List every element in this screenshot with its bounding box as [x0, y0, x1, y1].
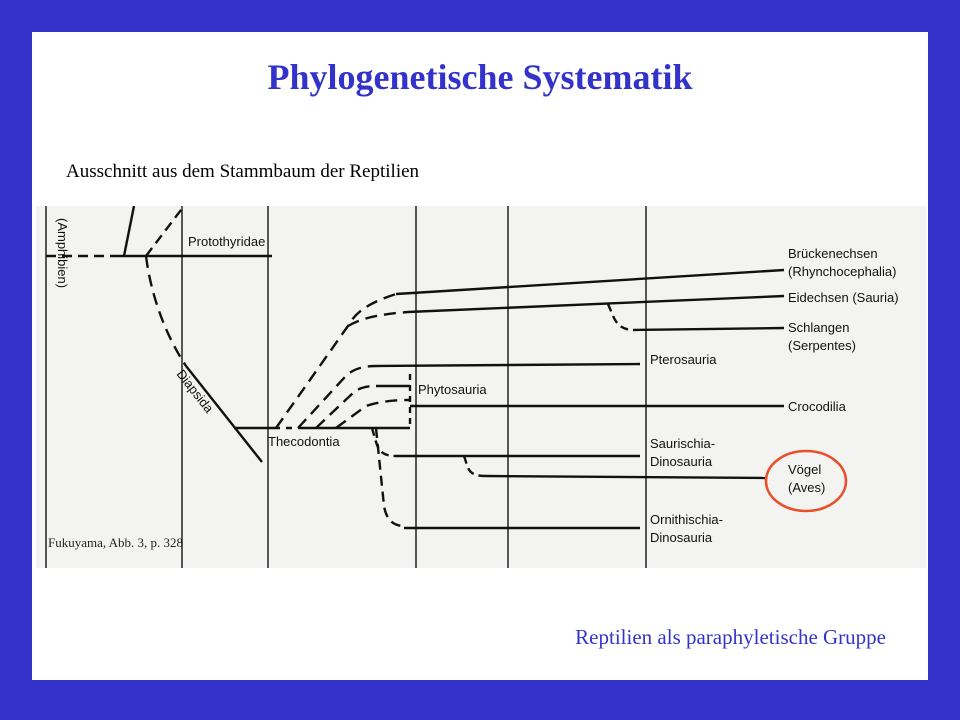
branch-squamata-dashed — [347, 310, 409, 328]
branch-pterosauria-dashed — [297, 364, 377, 429]
label-amphibien: (Amphibien) — [55, 218, 70, 288]
highlight-circle — [764, 449, 848, 513]
label-aves: (Aves) — [788, 480, 825, 495]
branch-rhynchocephalia — [395, 268, 785, 296]
label-dinosauria-ornithischia: Dinosauria — [650, 530, 713, 545]
label-diapsida: Diapsida — [174, 367, 217, 417]
label-eidechsen: Eidechsen (Sauria) — [788, 290, 899, 305]
label-serpentes: (Serpentes) — [788, 338, 856, 353]
branch-stem-dashed — [145, 206, 185, 257]
figure-source-caption: Fukuyama, Abb. 3, p. 328 — [48, 535, 184, 550]
label-crocodilia: Crocodilia — [788, 399, 847, 414]
branch-aves — [485, 474, 767, 480]
branch-diapsida — [185, 365, 263, 463]
label-thecodontia: Thecodontia — [268, 434, 340, 449]
label-brueckenechsen: Brückenechsen — [788, 246, 878, 261]
branch-eidechsen — [407, 294, 785, 314]
label-rhynchocephalia: (Rhynchocephalia) — [788, 264, 896, 279]
branch-aves-dashed — [462, 455, 487, 478]
label-dinosauria-saurischia: Dinosauria — [650, 454, 713, 469]
branch-phytosauria-dashed — [315, 384, 377, 429]
phylogeny-figure: (Amphibien) Protothyridae Diapsida Theco… — [36, 206, 926, 568]
label-pterosauria: Pterosauria — [650, 352, 717, 367]
label-saurischia: Saurischia- — [650, 436, 715, 451]
label-voegel: Vögel — [788, 462, 821, 477]
branch-crocodilia-dashed — [335, 398, 411, 429]
diagram-subtitle: Ausschnitt aus dem Stammbaum der Reptili… — [66, 161, 420, 182]
branch-schlangen — [633, 326, 785, 332]
branch-saurischia-dashed — [370, 427, 397, 458]
branch-stem — [122, 206, 136, 257]
label-schlangen: Schlangen — [788, 320, 849, 335]
branch-pterosauria — [375, 362, 641, 368]
footer-caption: Reptilien als paraphyletische Gruppe — [575, 625, 886, 649]
page-title: Phylogenetische Systematik — [267, 57, 693, 97]
label-ornithischia: Ornithischia- — [650, 512, 723, 527]
branch-diapsida-dashed — [144, 255, 187, 367]
label-protothyridae: Protothyridae — [188, 234, 265, 249]
label-phytosauria: Phytosauria — [418, 382, 487, 397]
branch-schlangen-dashed — [606, 303, 635, 332]
phylogeny-diagram: (Amphibien) Protothyridae Diapsida Theco… — [45, 206, 899, 568]
branch-ornithischia-dashed — [374, 427, 405, 528]
